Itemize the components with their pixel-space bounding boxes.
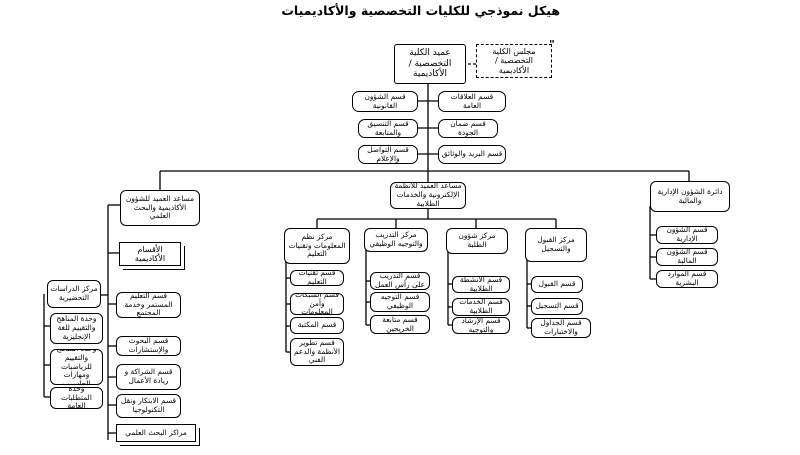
legal-affairs-dept: قسم الشؤون القانونية <box>352 91 418 112</box>
electronic-systems-head: مساعد العميد للأنظمة الإلكترونية والخدما… <box>390 182 466 209</box>
student-activities-dept: قسم الأنشطة الطلابية <box>452 276 510 293</box>
registration-dept: قسم التسجيل <box>531 298 583 315</box>
financial-affairs-dept: قسم الشؤون المالية <box>656 248 718 266</box>
chart-title: هيكل نموذجي للكليات التخصصية والأكاديميا… <box>281 3 560 18</box>
library-dept: قسم المكتبة <box>290 317 344 334</box>
counseling-dept: قسم الإرشاد والتوجيه <box>452 317 510 334</box>
student-affairs-center: مركز شؤون الطلبة <box>446 228 508 254</box>
schedules-exams-dept: قسم الجداول والاختبارات <box>531 318 591 338</box>
communication-dept: قسم التواصل والإعلام <box>358 145 418 164</box>
coordination-dept: قسم التنسيق والمتابعة <box>358 119 418 138</box>
research-consulting-dept: قسم البحوث والإستشارات <box>116 336 181 356</box>
admin-affairs-dept: قسم الشؤون الإدارية <box>656 226 718 244</box>
quality-assurance-dept: قسم ضمان الجودة <box>438 119 498 138</box>
dean-box: عميد الكلية التخصصية / الأكاديمية <box>394 44 466 84</box>
student-services-dept: قسم الخدمات الطلابية <box>452 298 510 316</box>
education-tech-dept: قسم تقنيات التعليم <box>290 270 344 286</box>
innovation-technology-dept: قسم الابتكار ونقل التكنولوجيا <box>116 394 181 418</box>
on-job-training-dept: قسم التدريب على رأس العمل <box>370 272 430 290</box>
information-systems-center: مركز نظم المعلومات وتقنيات التعليم <box>284 228 350 264</box>
math-computing-curriculum-unit: وحدة المناهج والتقييم للرياضيات ومهارات … <box>50 349 103 385</box>
alumni-followup-dept: قسم متابعة الخريجين <box>370 315 430 334</box>
foundation-studies-center: مركز الدراسات التحضيرية <box>47 280 101 308</box>
general-requirements-unit: وحدة المتطلبات العامة <box>50 387 103 409</box>
continuing-education-dept: قسم التعليم المستمر وخدمة المجتمع <box>116 292 181 318</box>
systems-support-dept: قسم تطوير الأنظمة والدعم الفني <box>290 338 344 366</box>
admission-dept: قسم القبول <box>531 276 583 293</box>
admission-registration-center: مركز القبول والتسجيل <box>525 228 587 262</box>
mail-documents-dept: قسم البريد والوثائق <box>438 145 506 164</box>
public-relations-dept: قسم العلاقات العامة <box>438 91 506 112</box>
council-box: مجلس الكلية التخصصية / الأكاديمية <box>476 44 552 78</box>
english-curriculum-unit: وحدة المناهج والتقييم للغة الإنجليزية <box>50 313 103 344</box>
training-center: مركز التدريب والتوجيه الوظيفي <box>364 228 428 252</box>
research-centers-box: مراكز البحث العلمي <box>116 424 196 442</box>
career-guidance-dept: قسم التوجيه الوظيفي <box>370 292 430 312</box>
networks-security-dept: قسم الشبكات وأمن المعلومات <box>290 293 344 315</box>
partnership-entrepreneurship-dept: قسم الشراكة و ريادة الأعمال <box>116 364 181 390</box>
academic-affairs-head: مساعد العميد للشؤون الأكاديمية والبحث ال… <box>120 190 200 226</box>
admin-finance-head: دائرة الشؤون الإدارية والمالية <box>650 181 730 212</box>
human-resources-dept: قسم الموارد البشرية <box>656 270 718 288</box>
academic-departments-box: الأقسام الأكاديمية <box>119 242 181 266</box>
